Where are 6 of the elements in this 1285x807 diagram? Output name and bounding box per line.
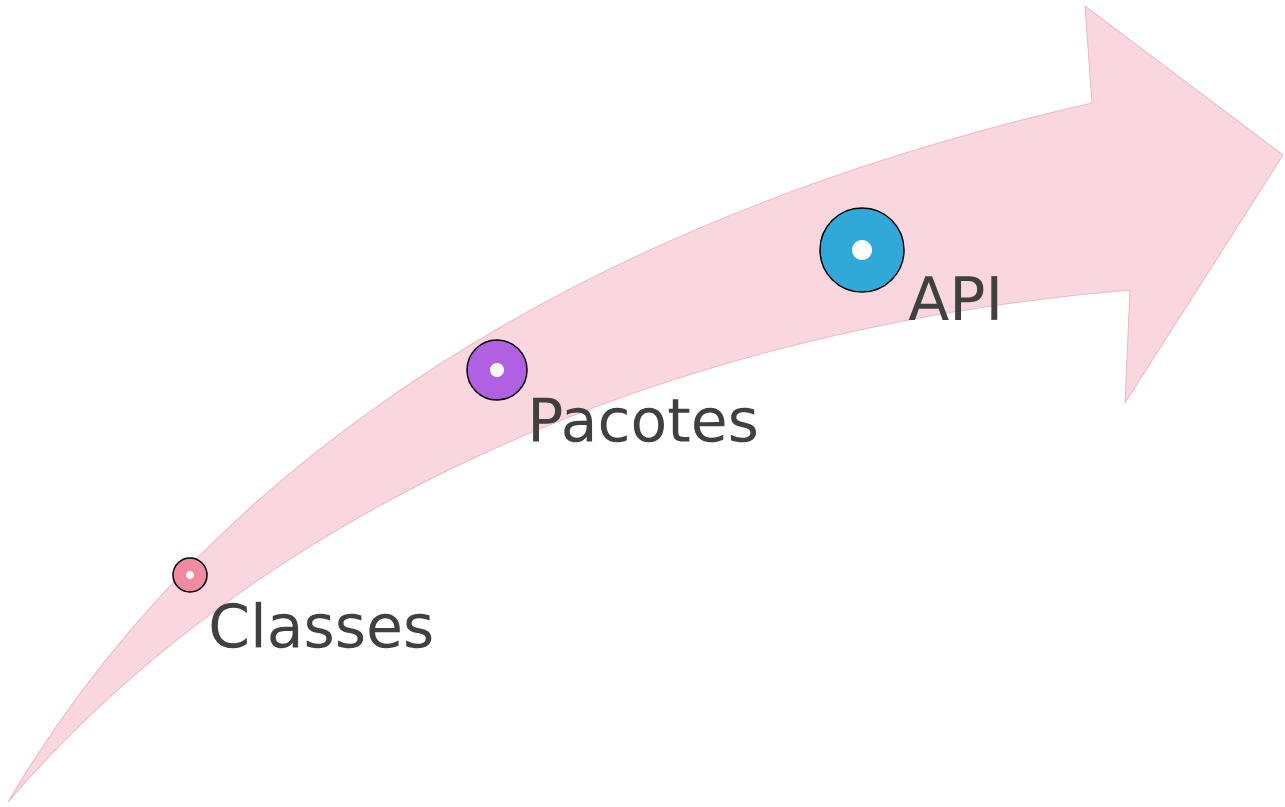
circle-marker: [466, 339, 528, 401]
marker-label: Classes: [211, 601, 432, 649]
circle-marker: [819, 207, 905, 293]
circle-marker: [172, 557, 208, 593]
marker-label: Pacotes: [533, 397, 756, 443]
marker-label: API: [908, 276, 998, 320]
